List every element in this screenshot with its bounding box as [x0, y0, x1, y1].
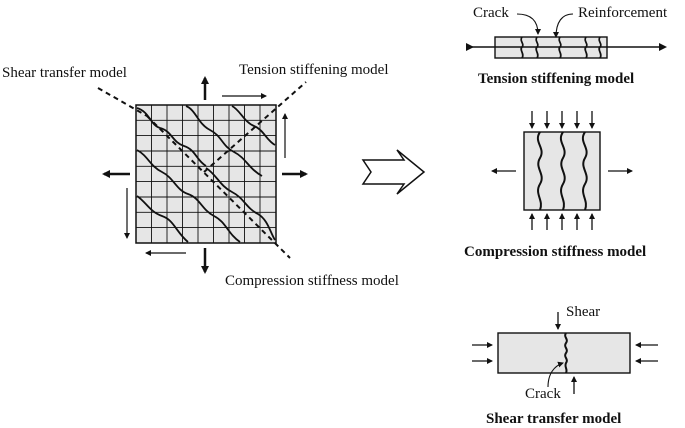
- shear-crack-label: Crack: [525, 386, 561, 402]
- shear-label: Shear: [566, 304, 600, 320]
- shear-side-arrows: [472, 342, 658, 364]
- tension-cracks: [520, 36, 602, 59]
- compression-arrows-bottom: [529, 213, 595, 230]
- compression-arrows-top: [529, 111, 595, 129]
- compression-stiffness-panel: Compression stiffness model: [464, 111, 646, 260]
- shear-crack: [564, 332, 568, 374]
- compression-stiffness-label: Compression stiffness model: [225, 273, 399, 289]
- tension-stiffening-title: Tension stiffening model: [478, 71, 634, 87]
- tension-stiffening-label: Tension stiffening model: [239, 62, 389, 78]
- model-direction-lines: [97, 81, 307, 259]
- shear-transfer-panel: Shear Crack Shear transfer model: [472, 304, 658, 427]
- shear-transfer-label: Shear transfer model: [2, 65, 127, 81]
- mesh-element: [97, 76, 308, 274]
- stress-arrows: [102, 76, 308, 274]
- shear-transfer-title: Shear transfer model: [486, 411, 621, 427]
- mesh-grid: [136, 105, 276, 243]
- shear-arrows: [124, 93, 288, 256]
- compression-stiffness-title: Compression stiffness model: [464, 244, 646, 260]
- tension-stiffening-panel: Crack Reinforcement Tension stiffening m…: [466, 5, 668, 87]
- tension-crack-label: Crack: [473, 5, 509, 21]
- crack-lines: [136, 105, 276, 243]
- compression-cracks: [536, 131, 588, 211]
- block-arrow-icon: [361, 149, 426, 195]
- reinforcement-label: Reinforcement: [578, 5, 668, 21]
